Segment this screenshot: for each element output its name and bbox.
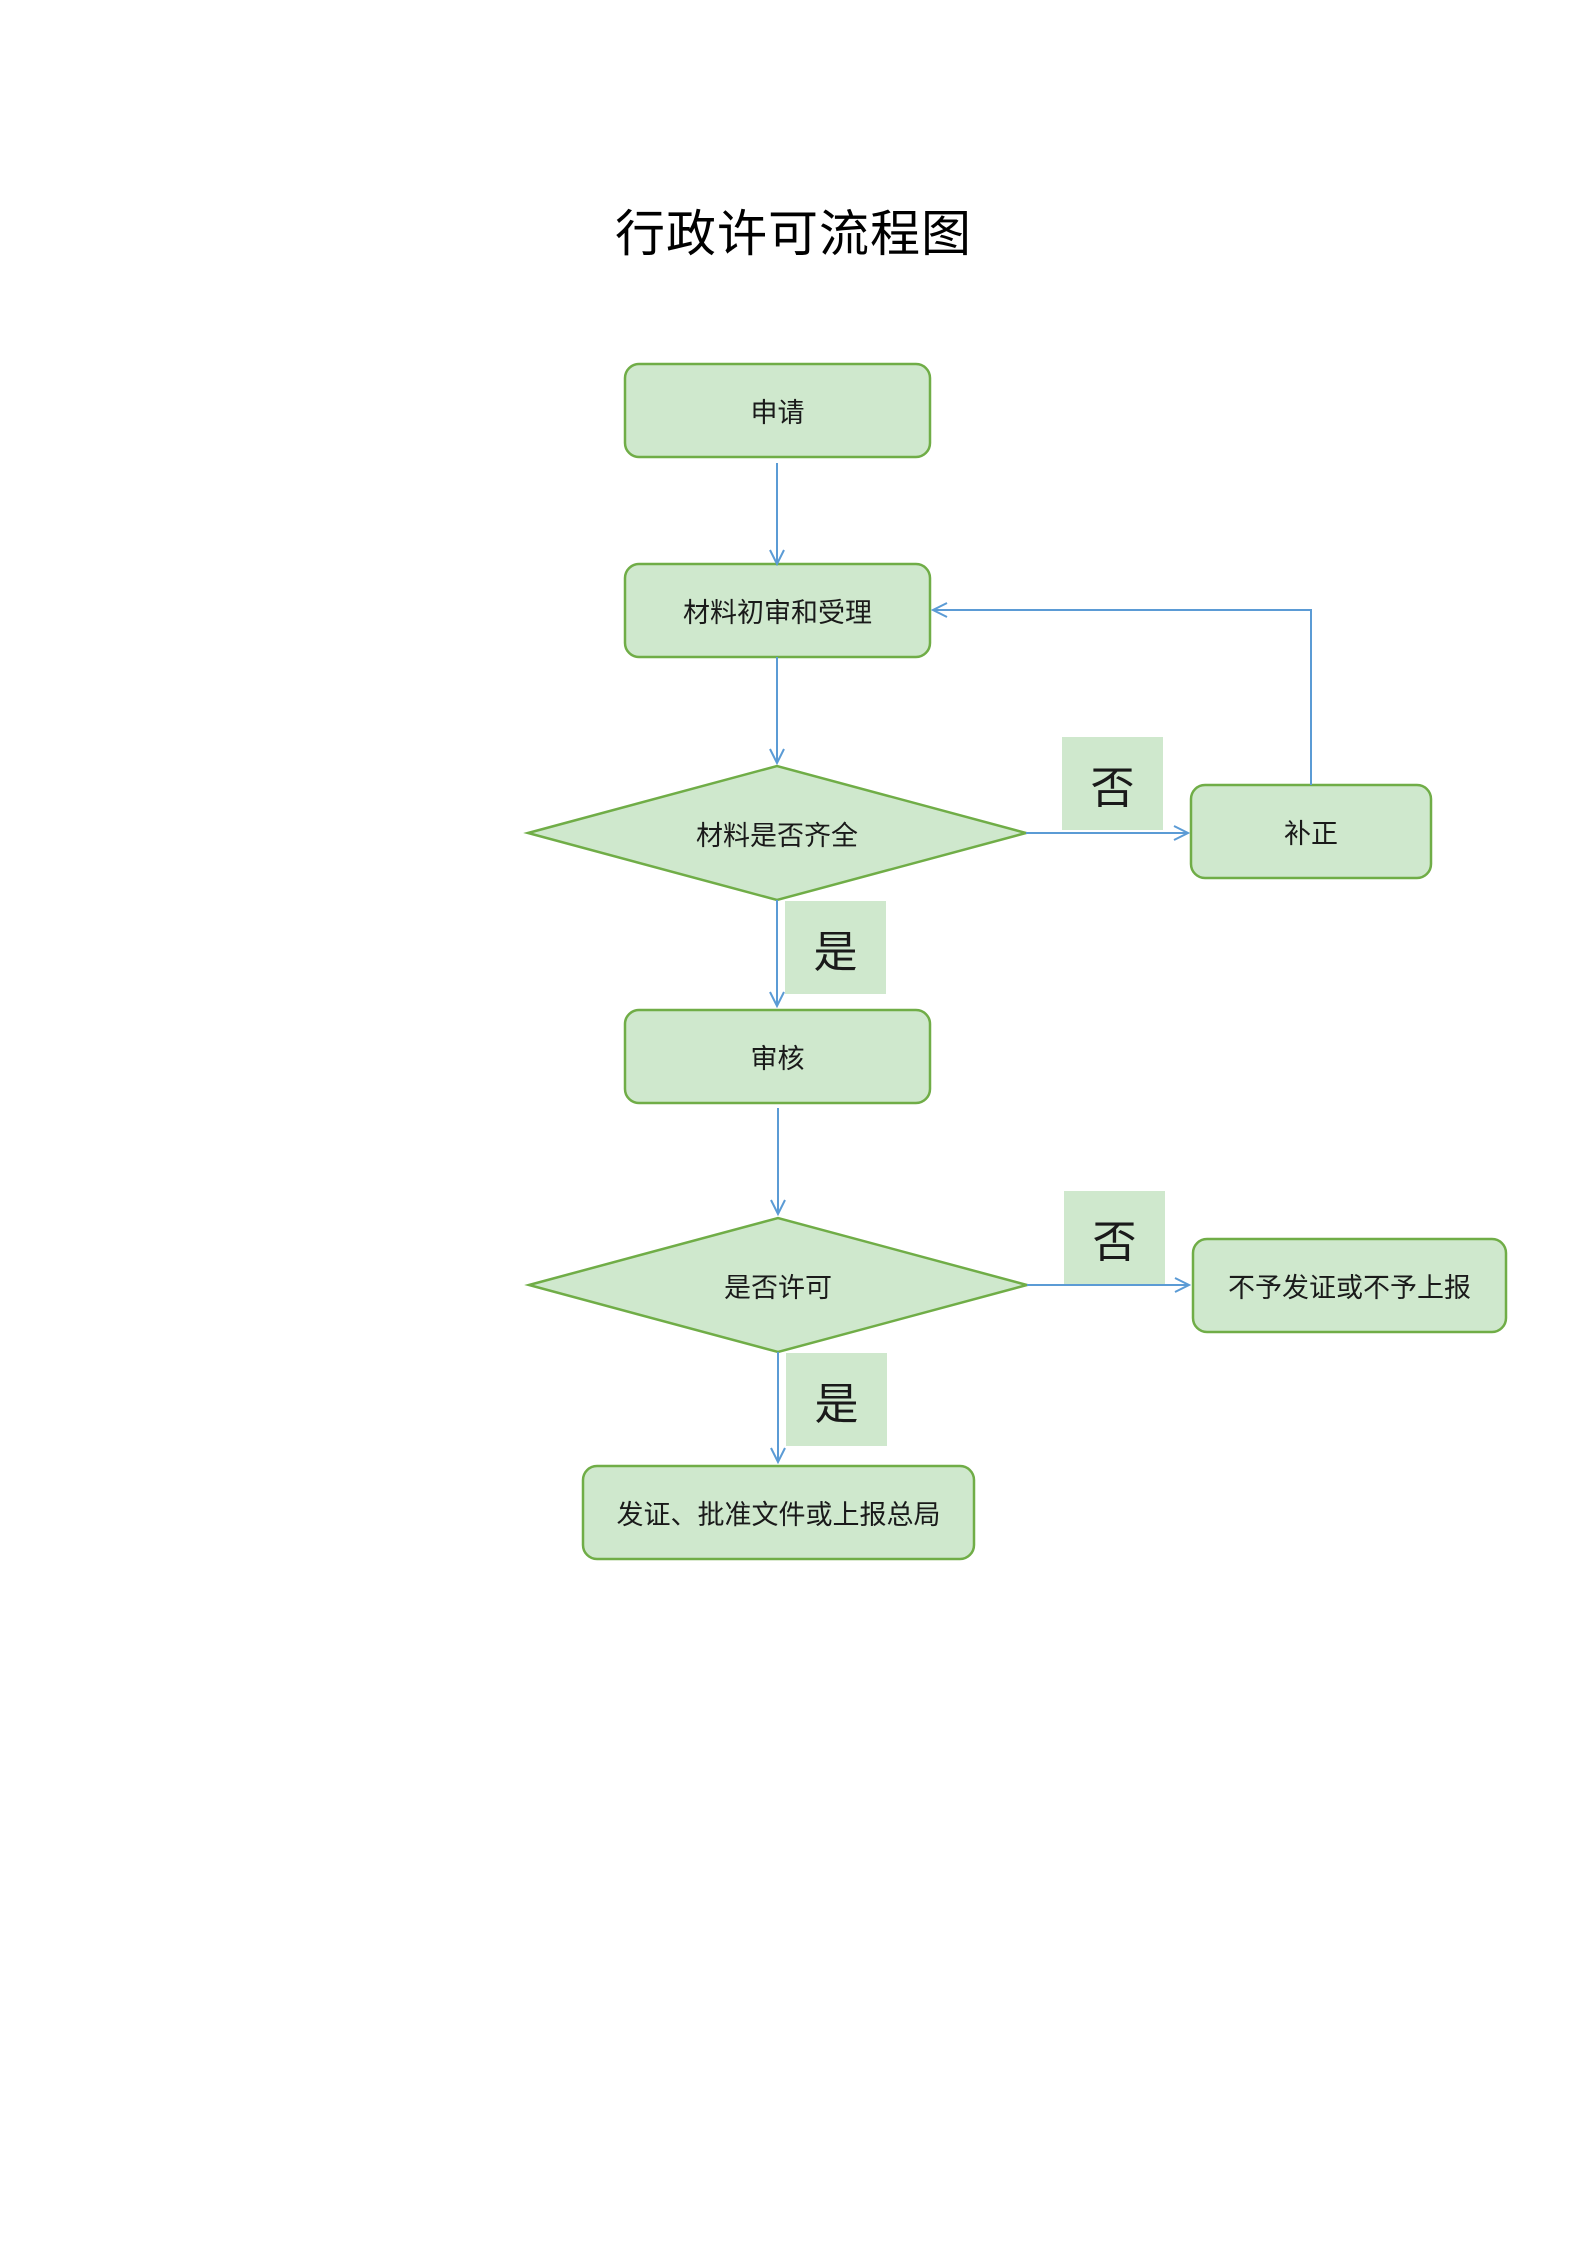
node-review-label: 审核 — [750, 1044, 805, 1075]
node-supplement-label: 补正 — [1284, 819, 1338, 850]
node-issue-shape — [581, 1464, 976, 1561]
arrow-supplement-to-initial-review — [933, 610, 1312, 785]
page-title: 行政许可流程图 — [615, 205, 972, 263]
node-deny-label: 不予发证或不予上报 — [1228, 1273, 1471, 1304]
node-deny-shape — [1191, 1237, 1508, 1334]
branch-label-materials-no: 否 — [1062, 737, 1163, 830]
branch-label-permit-no: 否 — [1064, 1191, 1165, 1284]
node-apply-shape — [623, 362, 932, 459]
node-review-shape — [623, 1008, 932, 1105]
node-initial-review-label: 材料初审和受理 — [683, 598, 872, 629]
node-materials-complete-label: 材料是否齐全 — [696, 820, 858, 852]
node-issue-label: 发证、批准文件或上报总局 — [616, 1500, 941, 1531]
node-apply-label: 申请 — [750, 398, 805, 429]
node-permit-decision-label: 是否许可 — [724, 1272, 832, 1304]
branch-label-permit-yes: 是 — [786, 1353, 887, 1446]
branch-label-materials-yes: 是 — [785, 901, 886, 994]
